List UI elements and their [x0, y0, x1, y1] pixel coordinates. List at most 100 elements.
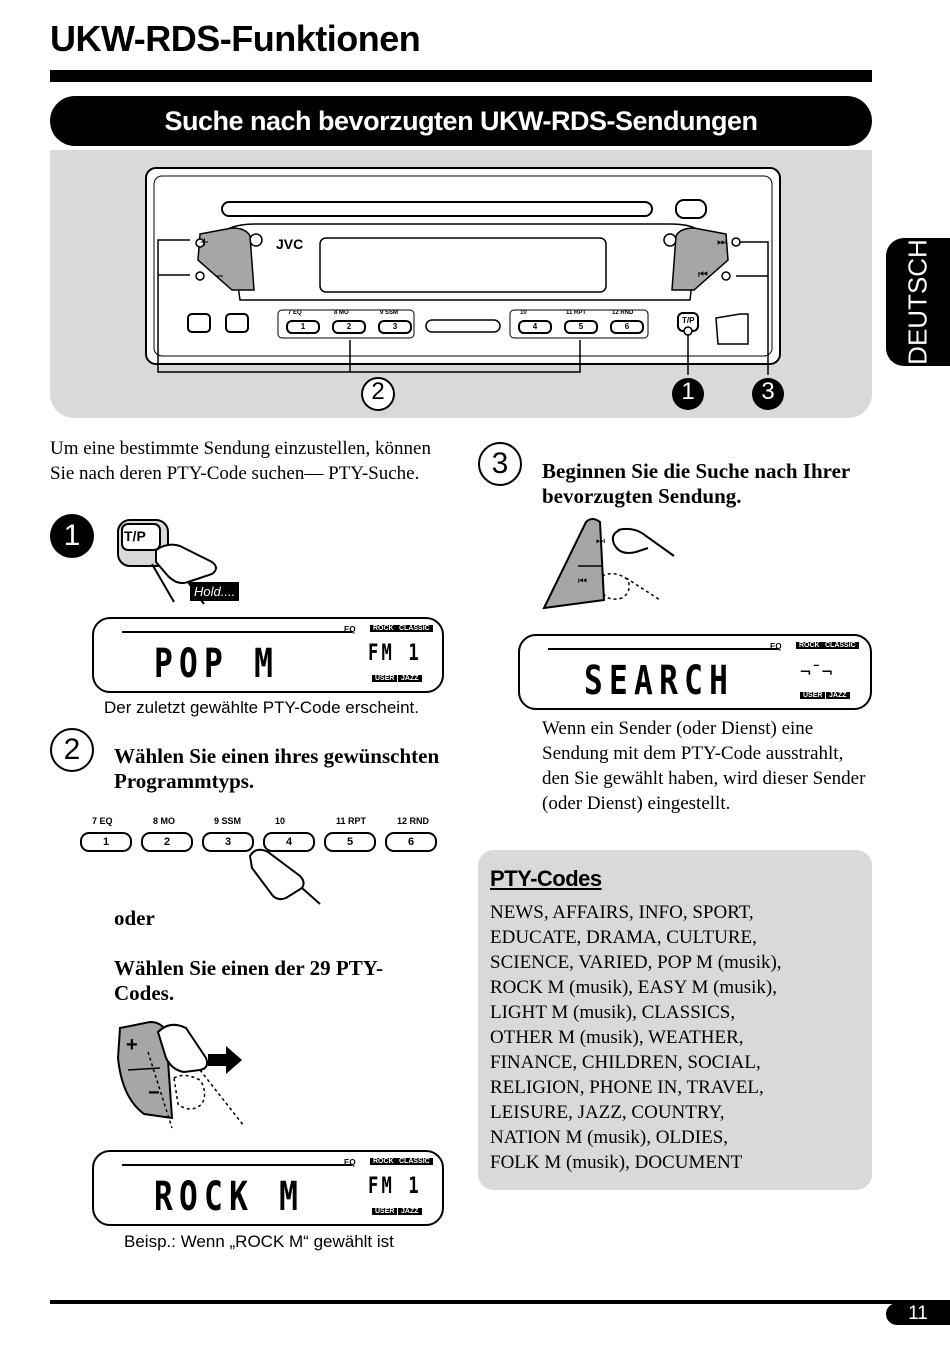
- footer-rule: [50, 1300, 950, 1304]
- preset-button-3[interactable]: 3: [202, 832, 254, 852]
- brand-logo: JVC: [276, 236, 304, 252]
- preset-label: 11 RPT: [336, 816, 367, 826]
- lcd-band-text: FM 1: [368, 641, 422, 666]
- pty-code-line: SCIENCE, VARIED, POP M (musik),: [490, 952, 782, 973]
- pty-code-line: FINANCE, CHILDREN, SOCIAL,: [490, 1052, 761, 1073]
- seek-button-illustration: ⏭ ⏮: [542, 516, 682, 612]
- pty-codes-list: NEWS, AFFAIRS, INFO, SPORT, EDUCATE, DRAM…: [490, 900, 862, 1175]
- language-tab: DEUTSCH: [886, 238, 950, 366]
- step-2-caption: Beisp.: Wenn „ROCK M“ gewählt ist: [124, 1232, 394, 1251]
- or-label: oder: [114, 906, 155, 930]
- hold-badge: Hold....: [190, 582, 240, 601]
- figure-preset-button[interactable]: 3: [378, 320, 412, 334]
- minus-sign: −: [215, 268, 224, 285]
- step-3-number: 3: [478, 442, 522, 486]
- figure-preset-label: 7 EQ: [288, 310, 302, 316]
- page-number: 11: [886, 1303, 950, 1325]
- lcd-classic-label: CLASSIC: [396, 625, 433, 632]
- step-2-preset-buttons: 7 EQ 1 8 MO 2 9 SSM 3 10 4 11 RPT 5 12 RND 6: [80, 814, 442, 854]
- lcd-display-search: EQ ROCK CLASSIC SEARCH ¬ˉ¬ USER JAZZ: [518, 634, 872, 710]
- pty-code-line: OTHER M (musik), WEATHER,: [490, 1027, 744, 1048]
- pty-code-line: EDUCATE, DRAMA, CULTURE,: [490, 927, 757, 948]
- tp-button-label: T/P: [682, 316, 695, 325]
- lcd-rock-label: ROCK: [370, 625, 397, 632]
- volume-plus-sign: +: [126, 1034, 138, 1056]
- finger-press-icon: [246, 846, 326, 906]
- pty-codes-title: PTY-Codes: [490, 866, 602, 891]
- preset-label: 9 SSM: [214, 816, 242, 826]
- lcd-eq-label: EQ: [344, 1158, 356, 1167]
- figure-preset-button[interactable]: 1: [286, 320, 320, 334]
- pty-code-line: LIGHT M (musik), CLASSICS,: [490, 1002, 736, 1023]
- lcd-display-rock: EQ ROCK CLASSIC ROCK M FM 1 USER JAZZ: [92, 1150, 444, 1226]
- tp-icon-label: T/P: [124, 528, 146, 544]
- pty-code-line: ROCK M (musik), EASY M (musik),: [490, 977, 777, 998]
- volume-minus-sign: −: [148, 1082, 160, 1104]
- pty-code-line: NEWS, AFFAIRS, INFO, SPORT,: [490, 902, 754, 923]
- preset-label: 12 RND: [397, 816, 430, 826]
- preset-button-1[interactable]: 1: [80, 832, 132, 852]
- step-2-heading-2: Wählen Sie einen der 29 PTY-Codes.: [114, 956, 383, 1005]
- lcd-level-bar: [122, 1164, 352, 1166]
- step-2-number: 2: [50, 728, 94, 772]
- section-banner: Suche nach bevorzugten UKW-RDS-Sendungen: [50, 96, 872, 146]
- pty-code-line: NATION M (musik), OLDIES,: [490, 1127, 729, 1148]
- figure-preset-label: 9 SSM: [380, 310, 399, 316]
- volume-rocker-illustration: + −: [114, 1018, 264, 1134]
- lcd-main-text: ROCK M: [154, 1174, 305, 1220]
- seek-down-icon: ⏮: [578, 576, 587, 587]
- lcd-display-pop: EQ ROCK CLASSIC POP M FM 1 USER JAZZ: [92, 617, 444, 693]
- intro-text: Um eine bestimmte Sendung einzustellen, …: [50, 438, 431, 484]
- figure-marker-2: 2: [371, 378, 385, 405]
- figure-preset-label: 10: [520, 310, 527, 316]
- step-2-heading: Wählen Sie einen ihres gewünschten Progr…: [114, 744, 440, 793]
- lcd-rock-label: ROCK: [370, 1158, 397, 1165]
- preset-button-2[interactable]: 2: [141, 832, 193, 852]
- lcd-level-bar: [548, 648, 778, 650]
- lcd-level-bar: [122, 631, 352, 633]
- figure-preset-button[interactable]: 2: [332, 320, 366, 334]
- plus-sign: +: [200, 234, 209, 251]
- lcd-scan-indicator: ¬ˉ¬: [800, 662, 833, 683]
- pty-code-line: FOLK M (musik), DOCUMENT: [490, 1152, 743, 1173]
- lcd-rock-label: ROCK: [796, 642, 823, 649]
- step-1-number: 1: [50, 514, 94, 558]
- figure-preset-button[interactable]: 6: [610, 320, 644, 334]
- lcd-classic-label: CLASSIC: [822, 642, 859, 649]
- preset-label: 8 MO: [153, 816, 176, 826]
- lcd-eq-label: EQ: [770, 642, 782, 651]
- car-radio-illustration: [145, 167, 784, 411]
- seek-up-icon: ⏭: [717, 235, 727, 248]
- preset-button-6[interactable]: 6: [385, 832, 437, 852]
- preset-button-5[interactable]: 5: [324, 832, 376, 852]
- lcd-jazz-label: JAZZ: [398, 675, 422, 682]
- step-3-heading: Beginnen Sie die Suche nach Ihrer bevorz…: [542, 459, 850, 508]
- lcd-band-text: FM 1: [368, 1174, 422, 1199]
- seek-down-icon: ⏮: [698, 268, 708, 281]
- language-tab-label: DEUTSCH: [902, 239, 933, 365]
- pty-code-line: LEISURE, JAZZ, COUNTRY,: [490, 1102, 725, 1123]
- figure-preset-label: 8 MO: [334, 310, 349, 316]
- pty-code-line: RELIGION, PHONE IN, TRAVEL,: [490, 1077, 764, 1098]
- lcd-main-text: POP M: [154, 641, 280, 687]
- lcd-user-label: USER: [372, 675, 398, 682]
- figure-preset-button[interactable]: 5: [564, 320, 598, 334]
- preset-label: 7 EQ: [92, 816, 113, 826]
- step-1-caption: Der zuletzt gewählte PTY-Code erscheint.: [104, 698, 419, 717]
- lcd-main-text: SEARCH: [584, 658, 735, 704]
- lcd-user-label: USER: [800, 692, 826, 699]
- tp-press-illustration: T/P: [116, 516, 246, 606]
- pty-codes-box: PTY-Codes NEWS, AFFAIRS, INFO, SPORT, EDU…: [478, 850, 872, 1190]
- title-rule: [50, 70, 872, 82]
- figure-marker-1: 1: [681, 378, 695, 405]
- page-title: UKW-RDS-Funktionen: [50, 18, 421, 59]
- preset-button-4[interactable]: 4: [263, 832, 315, 852]
- preset-label: 10: [275, 816, 286, 826]
- figure-marker-3: 3: [761, 378, 775, 405]
- device-figure: JVC + − ⏭ ⏮ T/P 7 EQ 1 8 MO 2 9 SSM 3 10 4 11 RP…: [50, 150, 872, 418]
- step-3-text: Wenn ein Sender (oder Dienst) eine Sendu…: [542, 718, 866, 814]
- figure-preset-button[interactable]: 4: [518, 320, 552, 334]
- lcd-jazz-label: JAZZ: [398, 1208, 422, 1215]
- figure-preset-label: 11 RPT: [566, 310, 587, 316]
- figure-preset-label: 12 RND: [612, 310, 634, 316]
